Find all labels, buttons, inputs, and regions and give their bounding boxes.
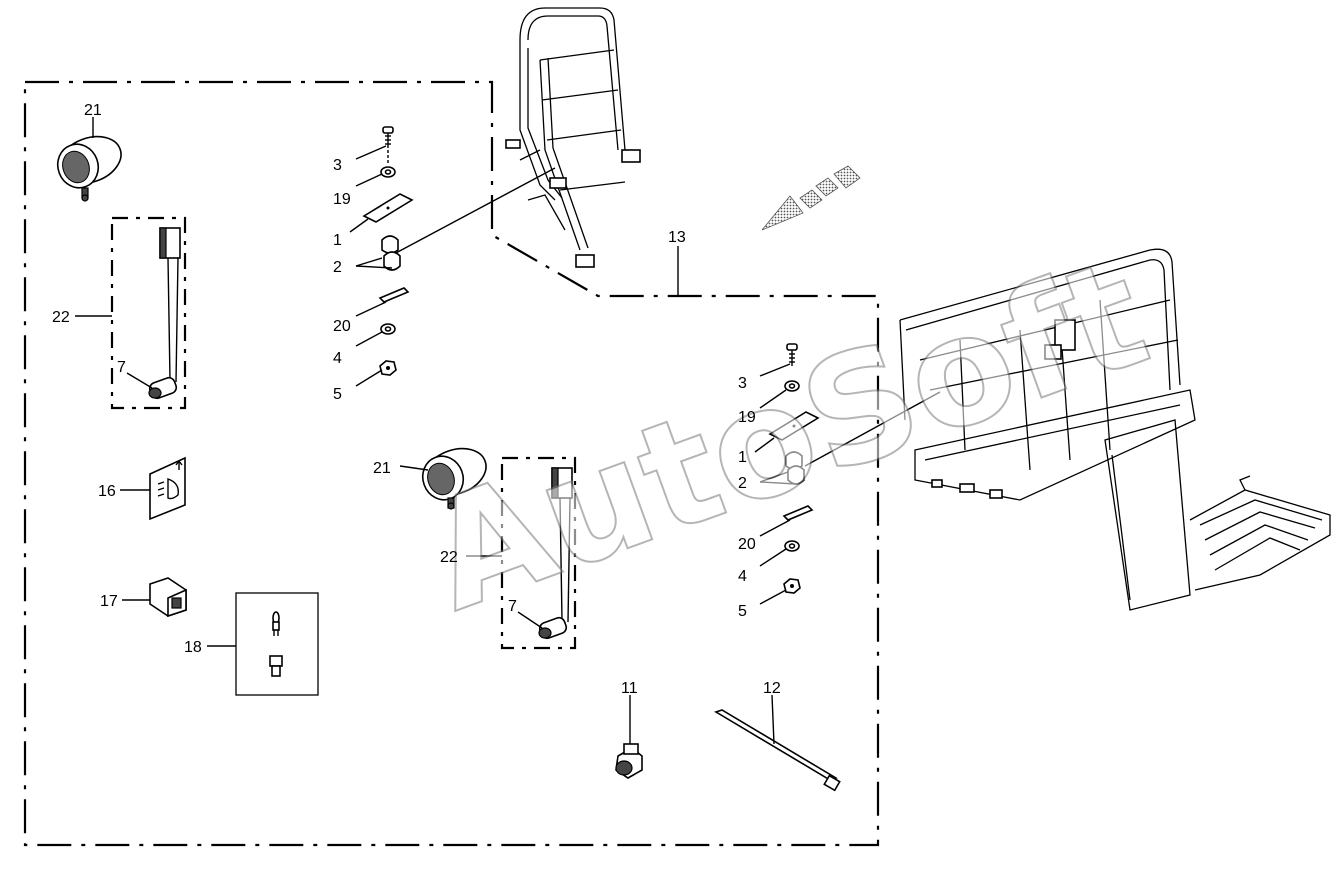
- callout-labels: 21 22 7 16 17 18 3 19 1 2 20 4 5 13 21 2…: [52, 102, 781, 697]
- callout-20-right: 20: [738, 536, 756, 553]
- switch-17: [122, 577, 187, 618]
- switch-harness-left: [126, 227, 181, 400]
- work-lamp-21-middle: [399, 447, 487, 510]
- callout-22-left: 22: [52, 309, 70, 326]
- callout-13: 13: [668, 229, 686, 246]
- bulb-kit-18-box: [235, 592, 319, 696]
- callout-5-left: 5: [333, 386, 342, 403]
- callout-21-middle: 21: [373, 460, 391, 477]
- cable-clip-11: [615, 695, 643, 779]
- kit-22-box-left: [110, 216, 187, 410]
- kit-boundary-left: [23, 80, 880, 847]
- leader-clamp-to-ladder: [393, 167, 556, 255]
- callout-3-right: 3: [738, 375, 747, 392]
- clamp-assembly-right: [754, 343, 820, 605]
- callout-4-left: 4: [333, 350, 342, 367]
- leader-clamp-to-platform: [804, 391, 941, 467]
- callout-20-left: 20: [333, 318, 351, 335]
- callout-12: 12: [763, 680, 781, 697]
- callout-7-left: 7: [117, 359, 126, 376]
- callout-11: 11: [621, 680, 638, 697]
- callout-17: 17: [100, 593, 118, 610]
- callout-18: 18: [184, 639, 202, 656]
- callout-16: 16: [98, 483, 116, 500]
- clamp-assembly-left: [349, 126, 414, 387]
- callout-3-left: 3: [333, 157, 342, 174]
- work-lamp-21-top: [56, 117, 122, 202]
- kit-22-box-middle: [500, 456, 577, 650]
- callout-4-right: 4: [738, 568, 747, 585]
- ladder-assembly: [505, 7, 641, 268]
- callout-2-left: 2: [333, 259, 342, 276]
- callout-22-middle: 22: [440, 549, 458, 566]
- decal-16: [120, 456, 186, 521]
- platform-structure: [899, 248, 1331, 611]
- callout-2-right: 2: [738, 475, 747, 492]
- callout-21-top: 21: [84, 102, 102, 119]
- cable-tie-12: [714, 694, 841, 792]
- bulb-18: [207, 611, 283, 677]
- callout-1-left: 1: [333, 232, 342, 249]
- callout-7-middle: 7: [508, 598, 517, 615]
- switch-harness-middle: [517, 467, 573, 640]
- callout-19-right: 19: [738, 409, 756, 426]
- callout-1-right: 1: [738, 449, 747, 466]
- callout-19-left: 19: [333, 191, 351, 208]
- callout-5-right: 5: [738, 603, 747, 620]
- direction-arrow-icon: [761, 165, 861, 231]
